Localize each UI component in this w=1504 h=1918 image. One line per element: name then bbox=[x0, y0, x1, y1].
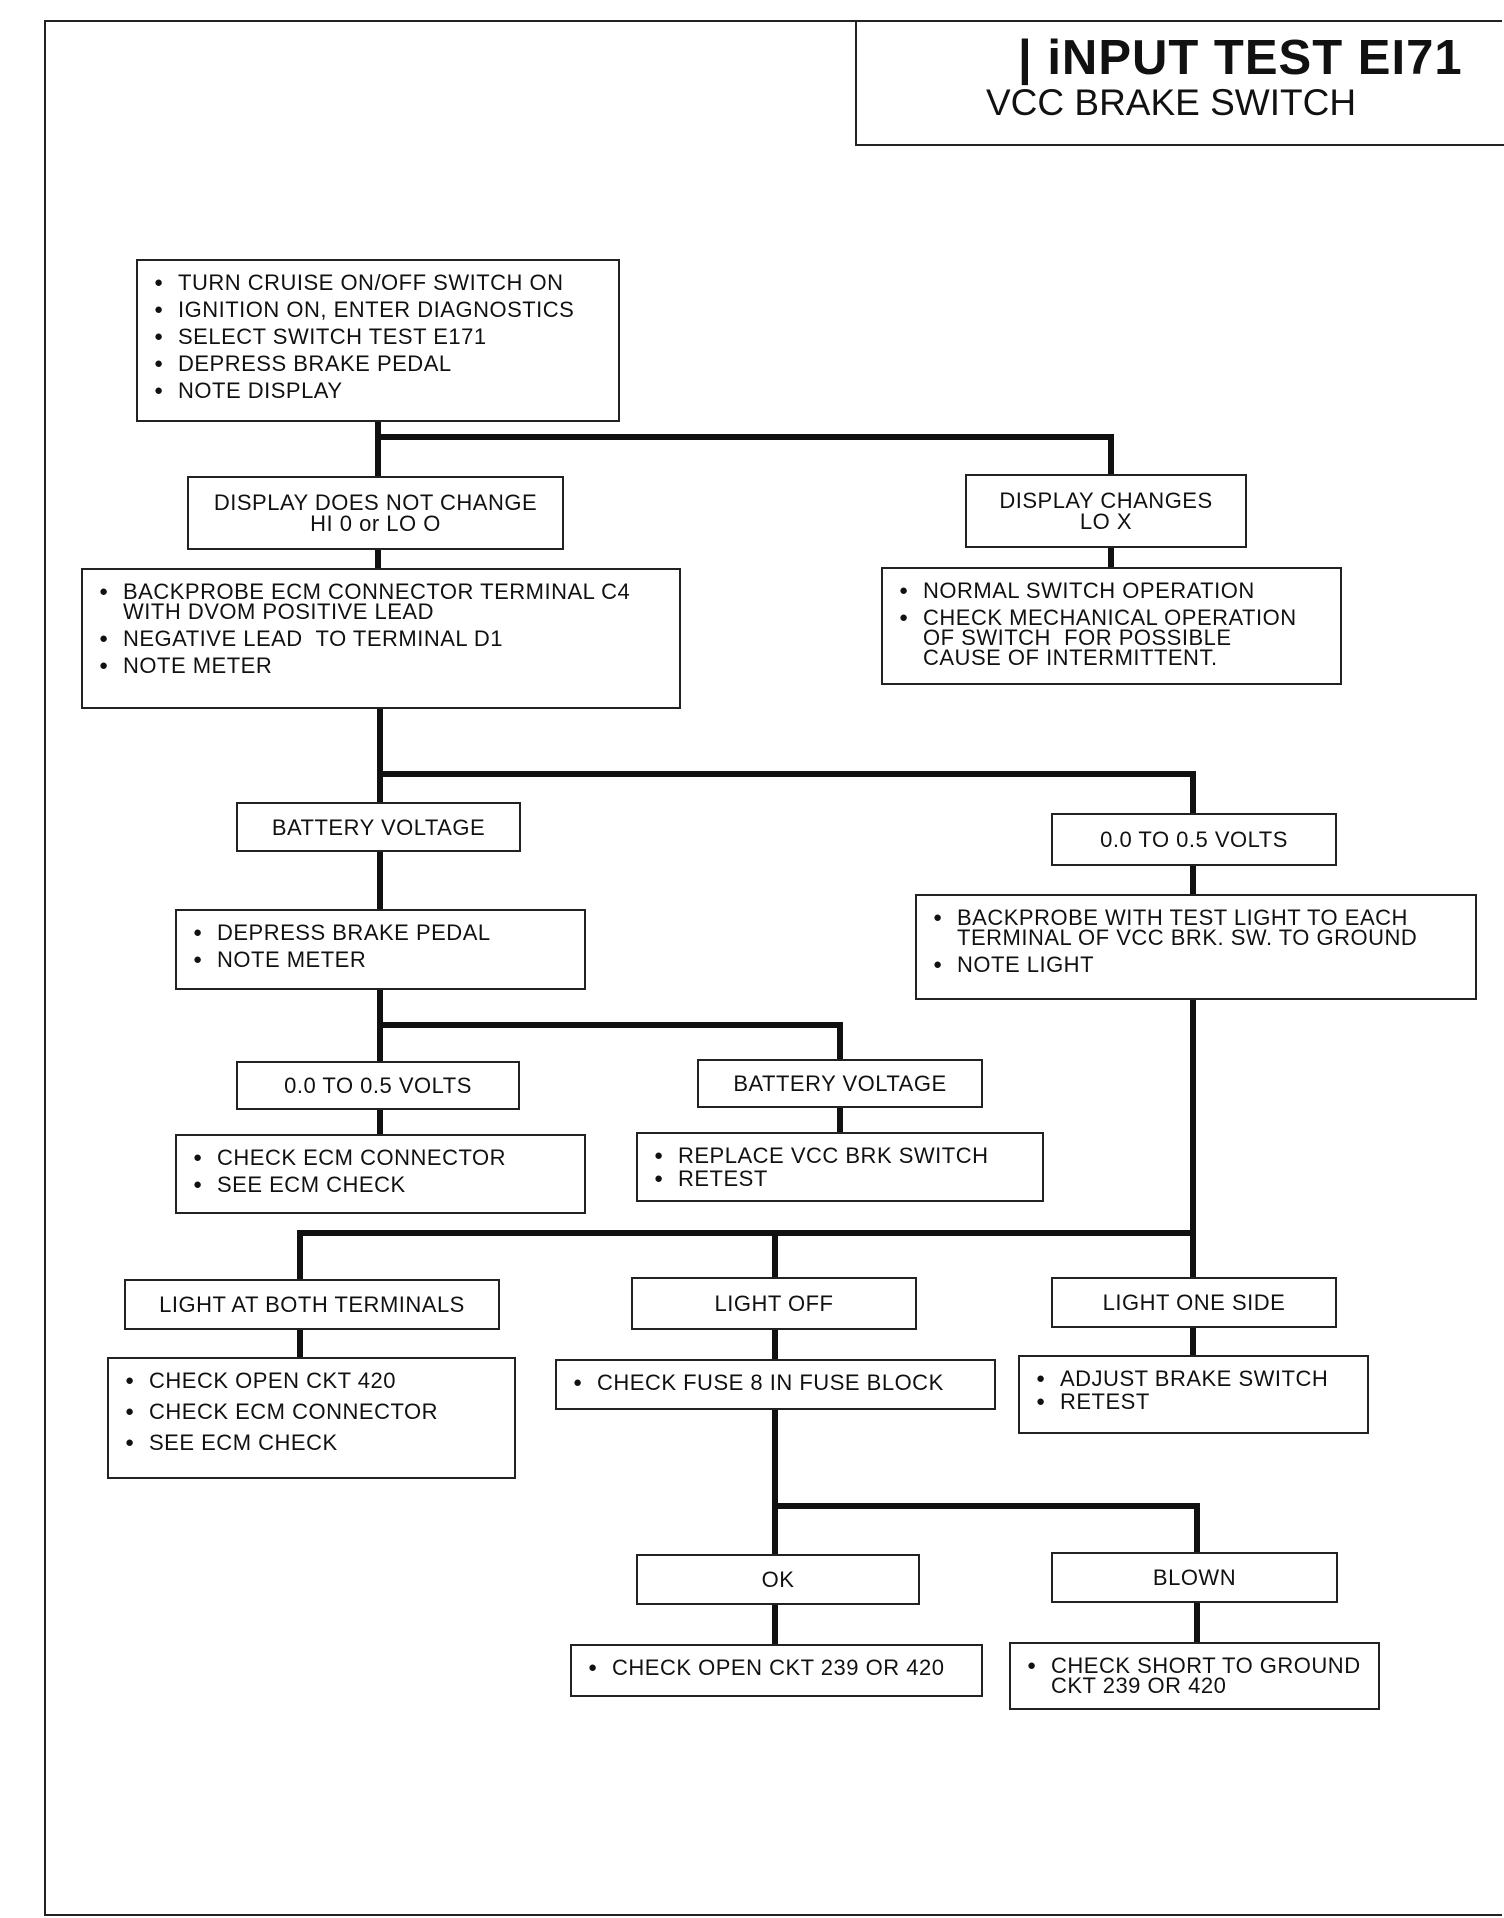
step-item: ADJUST BRAKE SWITCH bbox=[1034, 1368, 1357, 1390]
check-ecm-box: CHECK ECM CONNECTOR SEE ECM CHECK bbox=[175, 1134, 586, 1214]
connector bbox=[377, 771, 1196, 818]
step-item: BACKPROBE ECM CONNECTOR TERMINAL C4 WITH… bbox=[97, 581, 669, 623]
step-item: SEE ECM CHECK bbox=[191, 1174, 574, 1196]
step-item: TURN CRUISE ON/OFF SWITCH ON bbox=[152, 272, 608, 294]
step-item: CHECK FUSE 8 IN FUSE BLOCK bbox=[571, 1372, 984, 1394]
backprobe-ecm-box: BACKPROBE ECM CONNECTOR TERMINAL C4 WITH… bbox=[81, 568, 681, 709]
page-frame bbox=[44, 20, 1502, 1916]
step-item: REPLACE VCC BRK SWITCH bbox=[652, 1145, 1032, 1167]
step-item: CHECK SHORT TO GROUND CKT 239 OR 420 bbox=[1025, 1655, 1368, 1697]
step-item: DEPRESS BRAKE PEDAL bbox=[152, 353, 608, 375]
fuse-blown-box: BLOWN bbox=[1051, 1552, 1338, 1603]
adjust-switch-box: ADJUST BRAKE SWITCH RETEST bbox=[1018, 1355, 1369, 1434]
normal-operation-box: NORMAL SWITCH OPERATION CHECK MECHANICAL… bbox=[881, 567, 1342, 685]
test-light-box: BACKPROBE WITH TEST LIGHT TO EACH TERMIN… bbox=[915, 894, 1477, 1000]
step-item: SELECT SWITCH TEST E171 bbox=[152, 326, 608, 348]
step-item: RETEST bbox=[652, 1168, 1032, 1190]
battery-voltage-box: BATTERY VOLTAGE bbox=[236, 802, 521, 852]
step-item: NOTE LIGHT bbox=[931, 954, 1465, 976]
page-title: | iNPUT TEST EI71 bbox=[1018, 31, 1463, 85]
step-item: NOTE METER bbox=[97, 655, 669, 677]
connector bbox=[375, 434, 1114, 482]
step-item: CHECK MECHANICAL OPERATION OF SWITCH FOR… bbox=[897, 607, 1330, 669]
display-changes-box: DISPLAY CHANGES LO X bbox=[965, 474, 1247, 548]
light-off-box: LIGHT OFF bbox=[631, 1277, 917, 1330]
step-item: NOTE DISPLAY bbox=[152, 380, 608, 402]
step-item: DEPRESS BRAKE PEDAL bbox=[191, 922, 574, 944]
title-block bbox=[855, 22, 1504, 146]
page-subtitle: VCC BRAKE SWITCH bbox=[986, 82, 1357, 123]
start-steps-box: TURN CRUISE ON/OFF SWITCH ON IGNITION ON… bbox=[136, 259, 620, 422]
replace-switch-box: REPLACE VCC BRK SWITCH RETEST bbox=[636, 1132, 1044, 1202]
check-open-239-box: CHECK OPEN CKT 239 OR 420 bbox=[570, 1644, 983, 1697]
check-short-box: CHECK SHORT TO GROUND CKT 239 OR 420 bbox=[1009, 1642, 1380, 1710]
step-item: IGNITION ON, ENTER DIAGNOSTICS bbox=[152, 299, 608, 321]
step-item: SEE ECM CHECK bbox=[123, 1432, 504, 1454]
display-no-change-box: DISPLAY DOES NOT CHANGE HI 0 or LO O bbox=[187, 476, 564, 550]
depress-pedal-box: DEPRESS BRAKE PEDAL NOTE METER bbox=[175, 909, 586, 990]
light-both-terminals-box: LIGHT AT BOTH TERMINALS bbox=[124, 1279, 500, 1330]
step-item: NOTE METER bbox=[191, 949, 574, 971]
low-volts-box: 0.0 TO 0.5 VOLTS bbox=[1051, 813, 1337, 866]
fuse-ok-box: OK bbox=[636, 1554, 920, 1605]
step-item: CHECK ECM CONNECTOR bbox=[191, 1147, 574, 1169]
step-item: CHECK ECM CONNECTOR bbox=[123, 1401, 504, 1423]
step-item: CHECK OPEN CKT 420 bbox=[123, 1370, 504, 1392]
step-item: NORMAL SWITCH OPERATION bbox=[897, 580, 1330, 602]
step-item: RETEST bbox=[1034, 1391, 1357, 1413]
step-item: NEGATIVE LEAD TO TERMINAL D1 bbox=[97, 628, 669, 650]
connector bbox=[772, 1503, 1200, 1557]
check-open-420-box: CHECK OPEN CKT 420 CHECK ECM CONNECTOR S… bbox=[107, 1357, 516, 1479]
battery-voltage-box: BATTERY VOLTAGE bbox=[697, 1059, 983, 1108]
low-volts-box: 0.0 TO 0.5 VOLTS bbox=[236, 1061, 520, 1110]
connector bbox=[377, 1022, 843, 1064]
step-item: CHECK OPEN CKT 239 OR 420 bbox=[586, 1657, 971, 1679]
check-fuse-box: CHECK FUSE 8 IN FUSE BLOCK bbox=[555, 1359, 996, 1410]
light-one-side-box: LIGHT ONE SIDE bbox=[1051, 1277, 1337, 1328]
step-item: BACKPROBE WITH TEST LIGHT TO EACH TERMIN… bbox=[931, 907, 1465, 949]
